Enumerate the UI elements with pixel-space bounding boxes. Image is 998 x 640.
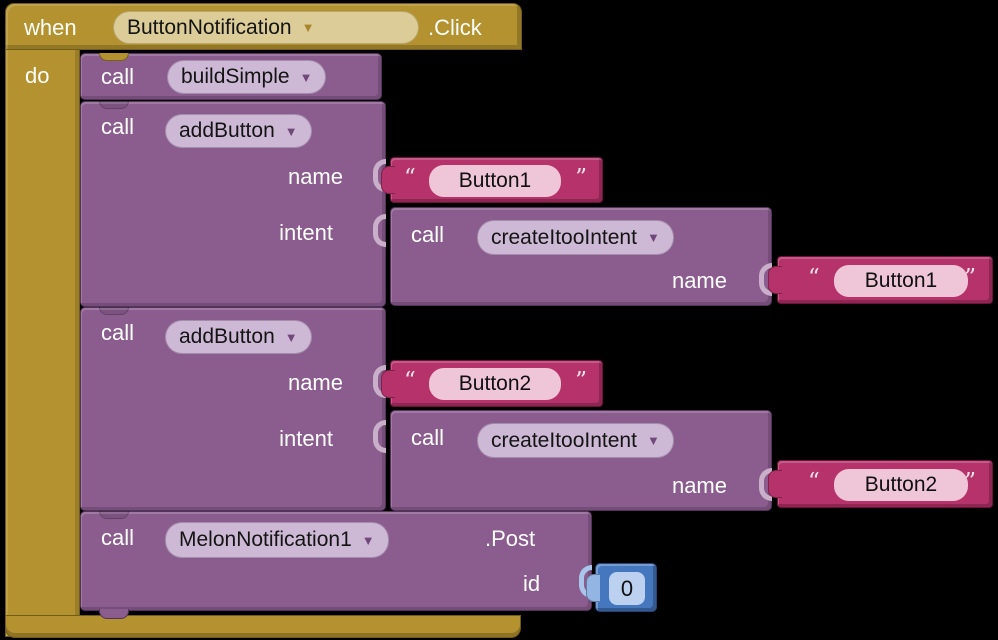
input-socket [373, 214, 386, 247]
string-block-button2-arg2[interactable]: “ Button2 ” [777, 460, 993, 508]
dropdown-arrow-icon: ▼ [284, 123, 298, 139]
connector-tab [99, 609, 129, 619]
string-block-button1-arg2[interactable]: “ Button1 ” [777, 256, 993, 304]
string-field-button2[interactable]: Button2 [429, 368, 561, 400]
method-dropdown-label: addButton [179, 119, 275, 142]
dropdown-arrow-icon: ▼ [646, 433, 660, 448]
open-quote: “ [808, 469, 820, 495]
method-dropdown-label: addButton [179, 325, 275, 348]
input-socket [373, 159, 386, 192]
input-socket [759, 263, 772, 296]
string-field-button1[interactable]: Button1 [834, 265, 968, 297]
open-quote: “ [404, 368, 416, 394]
dropdown-arrow-icon: ▼ [646, 230, 660, 245]
string-block-button2-arg1[interactable]: “ Button2 ” [390, 360, 603, 407]
event-name-label: .Click [428, 15, 482, 40]
number-block-id[interactable]: 0 [595, 563, 657, 612]
component-dropdown-label: MelonNotification1 [179, 528, 352, 551]
string-block-button1-arg1[interactable]: “ Button1 ” [390, 157, 603, 203]
param-label-intent: intent [279, 426, 333, 451]
input-socket [759, 468, 772, 501]
method-name-label: .Post [485, 526, 536, 551]
event-block-bottom[interactable] [5, 615, 521, 638]
method-dropdown-addbutton[interactable]: addButton ▼ [165, 320, 312, 354]
call-createitoointent-block-2[interactable]: call createItooIntent ▼ name [390, 410, 772, 511]
param-label-intent: intent [279, 220, 333, 245]
param-label-name: name [287, 370, 343, 395]
call-keyword: call [101, 114, 135, 139]
close-quote: ” [575, 165, 587, 191]
string-field-button2[interactable]: Button2 [834, 469, 968, 501]
call-keyword: call [101, 64, 135, 89]
close-quote: ” [575, 368, 587, 394]
call-buildsimple-block[interactable]: call buildSimple ▼ [80, 53, 382, 100]
call-addbutton-block-2[interactable]: call addButton ▼ name intent [80, 307, 386, 511]
call-createitoointent-block-1[interactable]: call createItooIntent ▼ name [390, 207, 772, 306]
call-addbutton-block-1[interactable]: call addButton ▼ name intent [80, 101, 386, 307]
dropdown-arrow-icon: ▼ [361, 532, 375, 548]
number-field-0[interactable]: 0 [609, 572, 645, 605]
open-quote: “ [404, 165, 416, 191]
close-quote: ” [964, 265, 976, 291]
param-label-name: name [671, 473, 727, 498]
input-socket [373, 365, 386, 398]
connector-notch [99, 307, 129, 315]
call-keyword: call [411, 425, 445, 450]
method-dropdown-addbutton[interactable]: addButton ▼ [165, 114, 312, 148]
method-dropdown-label: createItooIntent [491, 428, 637, 452]
call-keyword: call [101, 525, 135, 550]
input-socket [373, 420, 386, 453]
method-dropdown-createitoointent[interactable]: createItooIntent ▼ [477, 423, 674, 458]
component-dropdown-melonnotification1[interactable]: MelonNotification1 ▼ [165, 522, 389, 558]
event-block-left-rail[interactable]: do [5, 50, 80, 637]
call-keyword: call [411, 222, 445, 247]
method-dropdown-label: createItooIntent [491, 225, 637, 249]
call-melonnotification-post-block[interactable]: call MelonNotification1 ▼ .Post id [80, 511, 592, 619]
connector-notch [99, 101, 129, 109]
param-label-name: name [671, 268, 727, 293]
param-label-id: id [523, 571, 541, 596]
connector-notch [99, 53, 129, 61]
connector-notch [99, 511, 129, 519]
method-dropdown-createitoointent[interactable]: createItooIntent ▼ [477, 220, 674, 255]
open-quote: “ [808, 265, 820, 291]
dropdown-arrow-icon: ▼ [299, 69, 313, 85]
dropdown-arrow-icon: ▼ [301, 20, 315, 35]
call-keyword: call [101, 320, 135, 345]
event-block-when-click[interactable]: when ButtonNotification ▼ .Click [5, 3, 522, 50]
component-dropdown[interactable]: ButtonNotification ▼ [113, 11, 419, 44]
component-dropdown-label: ButtonNotification [127, 15, 292, 39]
do-keyword: do [25, 63, 50, 88]
method-dropdown-label: buildSimple [181, 65, 290, 88]
method-dropdown-buildsimple[interactable]: buildSimple ▼ [167, 60, 327, 94]
string-field-button1[interactable]: Button1 [429, 165, 561, 197]
param-label-name: name [287, 164, 343, 189]
close-quote: ” [964, 469, 976, 495]
when-keyword: when [24, 15, 77, 40]
dropdown-arrow-icon: ▼ [284, 329, 298, 345]
